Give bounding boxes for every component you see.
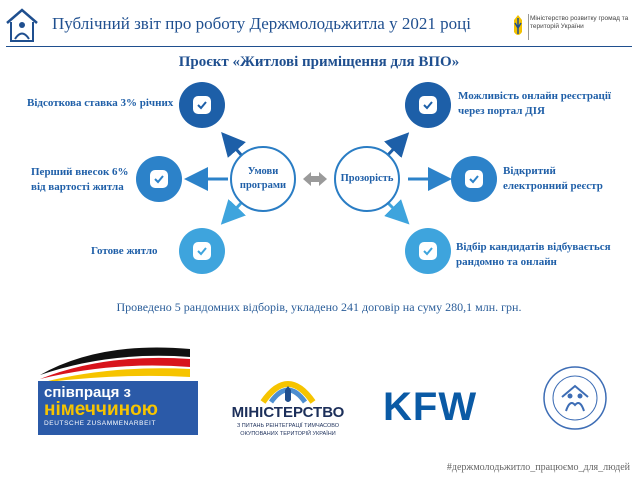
left-item-label-1: Відсоткова ставка 3% річних	[27, 97, 174, 109]
ministry-reint-sub1: З ПИТАНЬ РЕІНТЕГРАЦІЇ ТИМЧАСОВО	[236, 423, 340, 429]
left-item-circle-3	[179, 228, 225, 274]
ministry-logo	[508, 14, 634, 40]
ministry-reint-sub2: ОКУПОВАНИХ ТЕРИТОРІЙ УКРАЇНИ	[240, 431, 336, 437]
right-item-label-1: Можливість онлайн реєстрації через порта…	[458, 90, 611, 117]
check-icon	[465, 170, 483, 188]
kfw-logo: KFW	[383, 384, 493, 432]
giz-line2: німеччиною	[44, 399, 158, 420]
check-icon	[150, 170, 168, 188]
left-item-label-2: Перший внесок 6% від вартості житла	[31, 166, 129, 193]
hashtag: #держмолодьжитло_працюємо_для_людей	[446, 462, 630, 473]
check-icon	[193, 242, 211, 260]
center-transparency: Прозорість	[334, 146, 400, 212]
giz-line1: співпраця з	[44, 384, 131, 401]
kfw-text: KFW	[383, 385, 478, 429]
ministry-reint-title: МІНІСТЕРСТВО	[231, 404, 345, 421]
check-icon	[419, 96, 437, 114]
giz-logo: співпраця з німеччиною DEUTSCHE ZUSAMMEN…	[30, 345, 200, 440]
project-title: Проєкт «Житлові приміщення для ВПО»	[178, 54, 460, 70]
double-arrow-icon	[303, 172, 327, 186]
header-logo-icon	[4, 6, 40, 44]
center-conditions-label: Умови програми	[239, 166, 287, 191]
header-divider	[6, 46, 632, 47]
right-item-circle-1	[405, 82, 451, 128]
left-item-label-3: Готове житло	[91, 245, 158, 257]
giz-line3: DEUTSCHE ZUSAMMENARBEIT	[44, 420, 157, 427]
right-item-circle-3	[405, 228, 451, 274]
left-item-circle-2	[136, 156, 182, 202]
header-title: Публічний звіт про роботу Держмолодьжитл…	[52, 14, 471, 33]
summary-text: Проведено 5 рандомних відборів, укладено…	[116, 300, 522, 314]
left-item-circle-1	[179, 82, 225, 128]
right-item-circle-2	[451, 156, 497, 202]
check-icon	[193, 96, 211, 114]
right-item-label-2: Відкритий електронний реєстр	[503, 165, 603, 192]
right-item-label-3: Відбір кандидатів відбувається рандомно …	[456, 241, 611, 268]
ministry-reintegration-logo: МІНІСТЕРСТВО З ПИТАНЬ РЕІНТЕГРАЦІЇ ТИМЧА…	[228, 372, 348, 444]
derzhmolodzhytlo-seal-icon	[542, 365, 608, 431]
ministry-top-text: Міністерство розвитку громад та територі…	[530, 15, 629, 30]
check-icon	[419, 242, 437, 260]
center-conditions: Умови програми	[230, 146, 296, 212]
center-transparency-label: Прозорість	[340, 173, 394, 184]
